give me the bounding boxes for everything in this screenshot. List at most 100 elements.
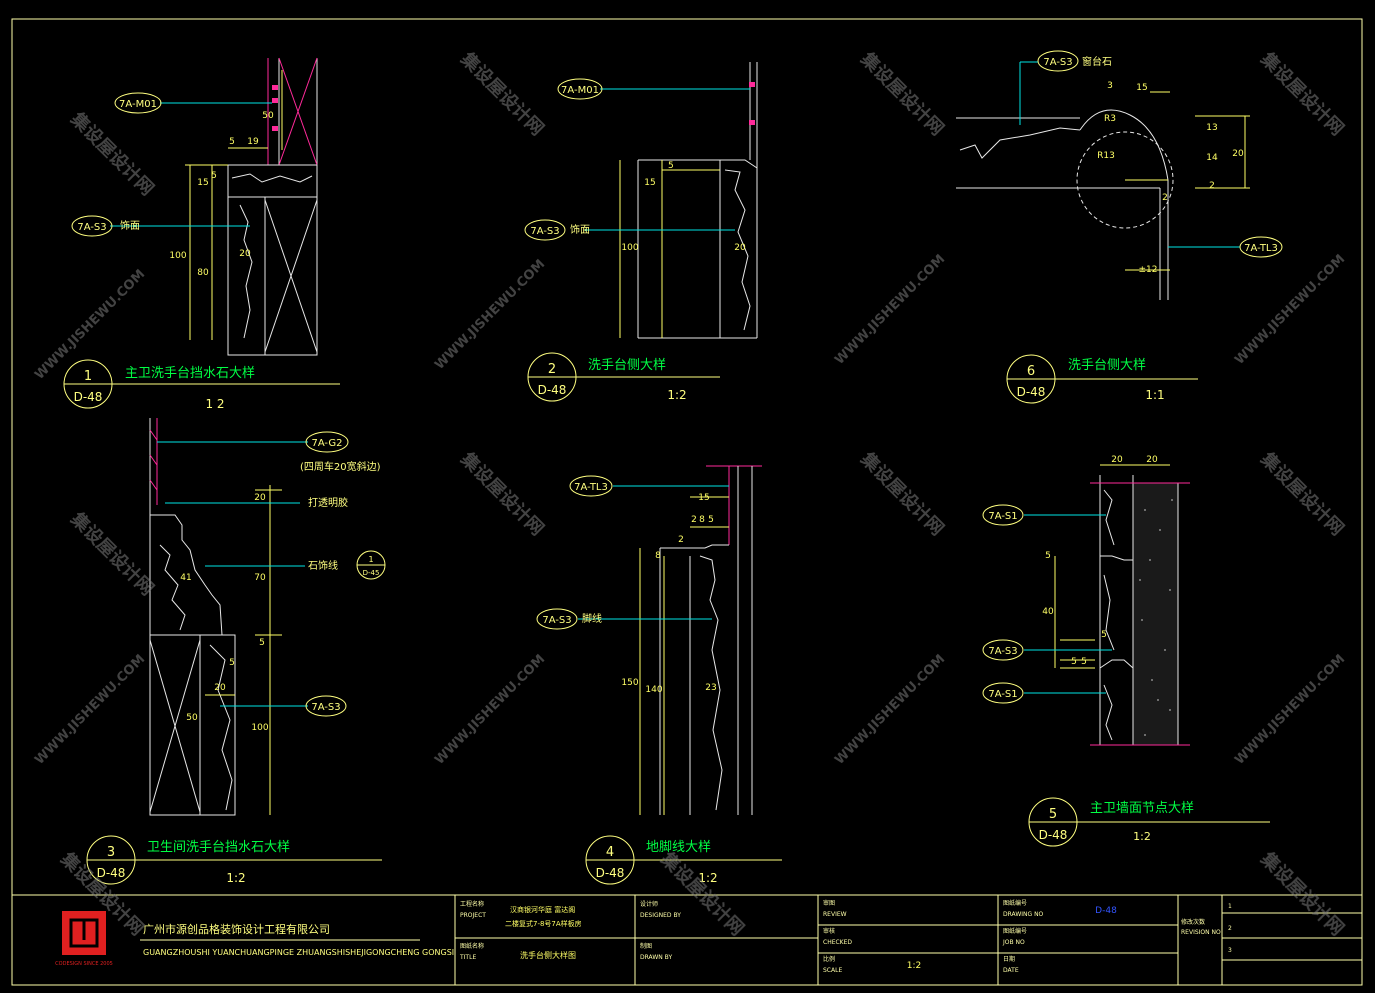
dim-d6-i: 2 (1162, 193, 1168, 203)
job-no-label-en: JOB NO (1002, 939, 1025, 946)
title-label-cn: 图纸名称 (460, 942, 484, 950)
svg-text:6: 6 (1027, 364, 1035, 379)
drawn-label-cn: 制图 (640, 942, 652, 950)
revision-1: 1 (1228, 903, 1232, 910)
svg-text:D-48: D-48 (1017, 385, 1046, 399)
svg-text:D-48: D-48 (1039, 828, 1068, 842)
note-sealant-d3: 打透明胶 (308, 496, 348, 509)
job-no-label-cn: 图纸编号 (1003, 927, 1027, 935)
svg-text:7A-S1: 7A-S1 (988, 511, 1017, 522)
drawing-no-label-cn: 图纸编号 (1003, 899, 1027, 907)
revision-2: 2 (1228, 925, 1232, 932)
company-name-cn: 广州市源创品格装饰设计工程有限公司 (143, 922, 330, 936)
svg-text:D-45: D-45 (363, 569, 380, 577)
svg-text:7A-S3: 7A-S3 (530, 226, 559, 237)
project-label-cn: 工程名称 (460, 900, 484, 908)
note-bevel-d3: (四周车20宽斜边) (300, 460, 381, 473)
dim-d6-a: 3 (1107, 81, 1113, 91)
title-symbol-d5: 5 D-48 (1028, 797, 1270, 847)
dim-d6-c: R3 (1104, 114, 1116, 124)
dim-d3-f: 20 (214, 683, 226, 693)
detail-scale-d5: 1:2 (1133, 830, 1151, 843)
svg-text:7A-G2: 7A-G2 (311, 438, 342, 449)
detail-scale-d1: 1 2 (205, 397, 224, 411)
dim-d3-h: 100 (251, 723, 268, 733)
dim-d6-e: 13 (1206, 123, 1217, 133)
date-label-cn: 日期 (1003, 955, 1015, 963)
svg-text:D-48: D-48 (538, 383, 567, 397)
detail-3-geometry (149, 418, 282, 816)
dim-d4-d: 5 (708, 515, 714, 525)
dim-d1-a: 50 (262, 111, 274, 121)
detail-scale-d4: 1:2 (698, 871, 717, 885)
logo-caption: CODESIGN SINCE 2005 (55, 961, 113, 967)
review-label-en: REVIEW (823, 911, 847, 918)
detail-title-d2: 洗手台侧大样 (588, 358, 666, 373)
tag-7a-tl3-d6: 7A-TL3 (1239, 236, 1283, 258)
svg-text:7A-S3: 7A-S3 (1043, 57, 1072, 68)
dim-d6-f: 14 (1206, 153, 1218, 163)
detail-2: 7A-M01 7A-S3 饰面 5 15 100 20 2 D-48 洗手台侧大… (524, 62, 758, 402)
drawing-title: 洗手台侧大样图 (520, 950, 576, 960)
detail-3: 7A-G2 (四周车20宽斜边) 打透明胶 石饰线 1 D-45 7A-S3 2… (86, 418, 386, 885)
dim-d2-c: 100 (621, 243, 638, 253)
revision-label-cn: 修改次数 (1181, 918, 1205, 926)
dim-d6-h: 2 (1209, 181, 1215, 191)
detail-scale-d2: 1:2 (667, 388, 686, 402)
detail-1-leaders (110, 102, 272, 227)
detail-scale-d6: 1:1 (1145, 388, 1164, 402)
dim-d6-g: 20 (1232, 149, 1244, 159)
svg-text:4: 4 (606, 845, 614, 860)
dim-d1-f: 100 (169, 251, 186, 261)
note-finish-d2: 饰面 (570, 223, 590, 236)
dim-d3-c: 70 (254, 573, 266, 583)
dim-d5-g: 5 (1081, 657, 1087, 667)
svg-text:2: 2 (548, 362, 556, 377)
scale-label-cn: 比例 (823, 955, 835, 963)
detail-5-texture (1139, 499, 1173, 736)
title-symbol-d3: 3 D-48 (86, 835, 382, 885)
detail-5: 7A-S1 7A-S3 7A-S1 20 20 5 40 5 5 5 5 D-4… (982, 455, 1270, 847)
designed-label-en: DESIGNED BY (640, 912, 681, 919)
drawn-label-en: DRAWN BY (640, 954, 672, 961)
dim-d4-e: 8 (655, 551, 661, 561)
svg-text:1: 1 (368, 555, 373, 564)
svg-text:1: 1 (84, 369, 92, 384)
drawing-frame (11, 18, 1363, 986)
svg-text:3: 3 (107, 845, 115, 860)
title-symbol-d6: 6 D-48 (1006, 354, 1198, 404)
dim-d5-b: 20 (1146, 455, 1158, 465)
detail-title-d4: 地脚线大样 (646, 839, 711, 855)
svg-text:7A-S3: 7A-S3 (311, 702, 340, 713)
detail-1-geometry (185, 57, 318, 356)
dim-d1-d: 15 (197, 178, 208, 188)
drawing-no-label-en: DRAWING NO (1003, 911, 1044, 918)
detail-title-d1: 主卫洗手台挡水石大样 (125, 366, 255, 381)
dim-d5-a: 20 (1111, 455, 1123, 465)
dim-d6-j: ±12 (1139, 265, 1158, 275)
dim-d6-d: R13 (1097, 151, 1115, 161)
dim-d4-a: 15 (698, 493, 709, 503)
svg-text:7A-TL3: 7A-TL3 (1244, 243, 1278, 254)
project-name-line1: 汉商银河华庭 富达阁 (510, 905, 575, 914)
company-logo: CODESIGN SINCE 2005 (55, 911, 113, 967)
dim-d4-i: 23 (705, 683, 716, 693)
title-symbol-d1: 1 D-48 (63, 359, 340, 409)
dim-d4-f: 2 (678, 535, 684, 545)
tag-7a-s3-d1: 7A-S3 (71, 215, 113, 237)
dim-d2-d: 20 (734, 243, 746, 253)
scale-value: 1:2 (907, 961, 921, 971)
svg-text:7A-TL3: 7A-TL3 (574, 482, 608, 493)
svg-text:5: 5 (1049, 807, 1057, 822)
dim-d1-c: 19 (247, 137, 259, 147)
dim-d3-b: 41 (180, 573, 191, 583)
title-symbol-d2: 2 D-48 (527, 352, 720, 402)
check-label-cn: 审核 (823, 927, 835, 935)
revision-label-en: REVISION NO (1181, 929, 1221, 936)
detail-title-d6: 洗手台侧大样 (1068, 358, 1146, 373)
note-stone-trim-d3: 石饰线 (308, 559, 338, 572)
detail-3-leaders (157, 441, 308, 707)
dim-d4-g: 150 (621, 678, 638, 688)
dim-d5-e: 5 (1101, 630, 1107, 640)
dim-d4-h: 140 (645, 685, 662, 695)
